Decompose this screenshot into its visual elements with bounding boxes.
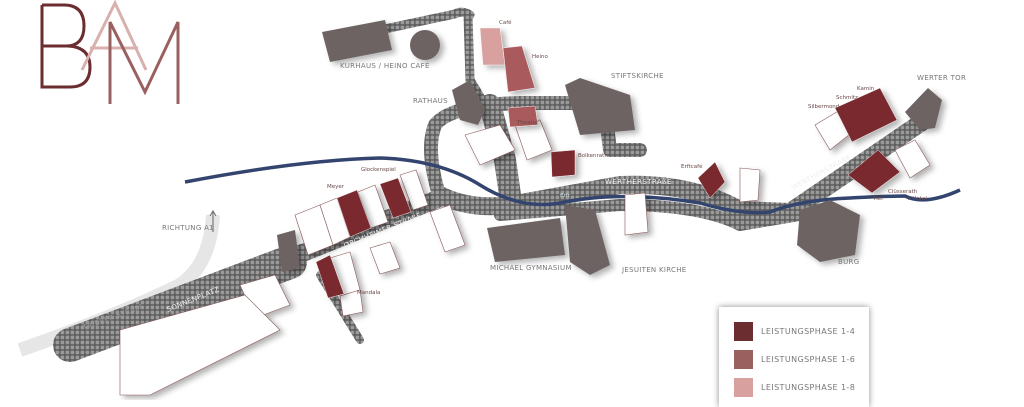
- stiftskirche-building: [565, 78, 635, 135]
- legend-item-phase-1-4: LEISTUNGSPHASE 1-4: [734, 322, 855, 341]
- label-kurhaus: KURHAUS / HEINO CAFÉ: [340, 61, 430, 70]
- building-theater: [507, 105, 539, 128]
- building-erftcafe: [697, 161, 726, 199]
- building-meyer: [336, 189, 372, 238]
- heino-cafe-building: [410, 30, 440, 60]
- legend-swatch: [734, 378, 753, 397]
- legend-item-phase-1-6: LEISTUNGSPHASE 1-6: [734, 350, 855, 369]
- label-stiftskirche: STIFTSKIRCHE: [611, 72, 664, 80]
- werter-tor-building: [905, 88, 942, 130]
- label-kamin: Kamin: [857, 86, 875, 92]
- building-glockenspiel: [379, 177, 412, 219]
- label-mandala: Mandala: [357, 290, 380, 296]
- label-jesuiten-kirche: JESUITEN KIRCHE: [621, 266, 687, 274]
- legend-swatch: [734, 322, 753, 341]
- burg-building: [797, 200, 860, 262]
- legend-item-phase-1-8: LEISTUNGSPHASE 1-8: [734, 378, 855, 397]
- label-tief: Tief: [872, 196, 884, 202]
- project-buildings: [315, 27, 901, 299]
- label-richtung-a1: RICHTUNG A1: [162, 224, 214, 232]
- label-silbermond: Silbermond: [808, 104, 839, 110]
- label-hotel: + Hotel: [906, 196, 927, 202]
- building-tief-clusserath: [847, 149, 901, 194]
- label-werthersstrasse-1: WERTHERSTRAßE: [605, 178, 672, 186]
- landmark-buildings: [277, 20, 942, 275]
- label-rathaus: RATHAUS: [413, 97, 448, 105]
- kurhaus-building: [322, 20, 392, 62]
- label-theater: Theater: [516, 120, 539, 126]
- label-burg: BURG: [838, 258, 859, 266]
- bam-logo: [40, 0, 180, 104]
- legend-label: LEISTUNGSPHASE 1-8: [761, 383, 856, 392]
- label-erftcafe: Erftcafé: [681, 163, 703, 170]
- legend-label: LEISTUNGSPHASE 1-6: [761, 355, 856, 364]
- label-glockenspiel: Glockenspiel: [361, 167, 396, 173]
- building-cafe: [479, 27, 506, 66]
- legend-swatch: [734, 350, 753, 369]
- arrow-up-icon: [209, 209, 217, 232]
- label-michael-gymnasium: MICHAEL GYMNASIUM: [490, 264, 572, 272]
- jesuiten-kirche-building: [565, 205, 610, 275]
- building-heino: [502, 45, 536, 93]
- tower-building: [277, 230, 300, 272]
- legend-label: LEISTUNGSPHASE 1-4: [761, 327, 856, 336]
- building-silbermond-schmitz-kamin: [834, 87, 898, 143]
- label-bolkenrath: Bolkenrath: [578, 153, 608, 159]
- building-bolkenrath: [550, 149, 576, 178]
- label-river-erft: Erft: [560, 193, 571, 199]
- legend: LEISTUNGSPHASE 1-4 LEISTUNGSPHASE 1-6 LE…: [719, 307, 869, 407]
- building-mandala: [315, 254, 345, 299]
- rathaus-building: [452, 80, 485, 125]
- label-cafe: Café: [499, 19, 512, 26]
- label-heino: Heino: [532, 54, 549, 60]
- label-meyer: Meyer: [327, 184, 345, 190]
- michael-gymnasium-building: [487, 218, 565, 262]
- label-schmitz: Schmitz: [836, 95, 858, 101]
- label-clusserath: Clüsserath: [888, 189, 918, 195]
- label-werter-tor: WERTER TOR: [917, 74, 966, 82]
